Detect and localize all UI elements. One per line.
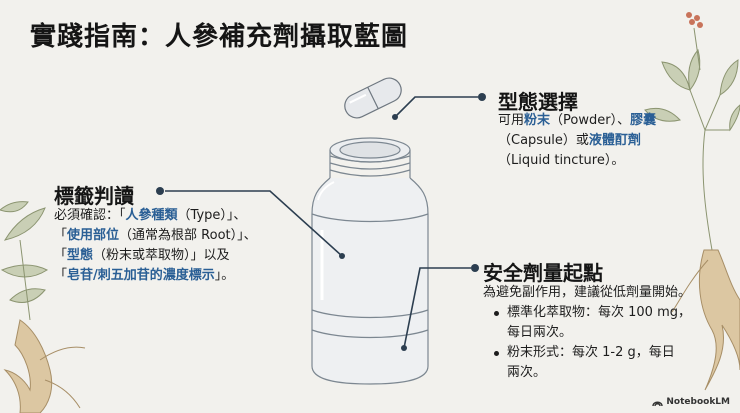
dose-item-extract: 標準化萃取物：每次 100 mg，每日兩次。 (491, 303, 691, 343)
label-line-2: 「使用部位（通常為根部 Root）」、 (54, 228, 257, 243)
connector-label (165, 190, 343, 257)
saponin-term: 皂苷/刺五加苷的濃度標示 (67, 268, 215, 283)
label-description: 必須確認：「人參種類（Type）」、 「使用部位（通常為根部 Root）」、 「… (54, 206, 257, 286)
form-heading: 型態選擇 (498, 90, 578, 114)
brand-name: NotebookLM (666, 397, 730, 407)
form-line-2: （Capsule）或液體酊劑 (498, 133, 641, 148)
ginseng-root-left-icon (3, 319, 86, 413)
connector-form (394, 96, 478, 118)
ginseng-plant-left-icon (0, 201, 49, 321)
dose-intro: 為避免副作用，建議從低劑量開始。 (483, 285, 692, 300)
label-heading: 標籤判讀 (54, 184, 134, 208)
form-term: 型態 (67, 248, 94, 263)
form-line-3: （Liquid tincture）。 (498, 153, 625, 168)
species-term: 人參種類 (125, 208, 178, 223)
label-line-4: 「皂苷/刺五加苷的濃度標示」。 (54, 268, 235, 283)
form-line-1: 可用粉末（Powder）、膠囊 (498, 113, 657, 128)
supplement-bottle-icon (311, 137, 429, 385)
label-line-3: 「型態（粉末或萃取物）」以及 (54, 248, 230, 263)
dose-description: 為避免副作用，建議從低劑量開始。 標準化萃取物：每次 100 mg，每日兩次。 … (483, 283, 691, 383)
powder-term: 粉末 (524, 113, 551, 128)
page-title: 實踐指南：人參補充劑攝取藍圖 (30, 22, 409, 52)
dose-item-powder: 粉末形式：每次 1-2 g，每日兩次。 (491, 343, 691, 383)
ginseng-plant-right-icon (644, 12, 740, 251)
dose-heading: 安全劑量起點 (483, 261, 603, 285)
connector-dose (403, 267, 471, 349)
notebooklm-logo-icon (652, 401, 664, 406)
capsule-icon (344, 77, 402, 119)
ginseng-root-right-icon (671, 249, 740, 391)
part-term: 使用部位 (67, 228, 120, 243)
connector-lines (165, 96, 478, 349)
capsule-term: 膠囊 (630, 113, 657, 128)
connector-dots (156, 93, 486, 351)
brand-logo: NotebookLM (652, 397, 730, 407)
label-line-1: 必須確認：「人參種類（Type）」、 (54, 208, 247, 223)
dose-list: 標準化萃取物：每次 100 mg，每日兩次。 粉末形式：每次 1-2 g，每日兩… (491, 303, 691, 383)
form-description: 可用粉末（Powder）、膠囊 （Capsule）或液體酊劑 （Liquid t… (498, 111, 656, 171)
liquid-term: 液體酊劑 (588, 133, 641, 148)
